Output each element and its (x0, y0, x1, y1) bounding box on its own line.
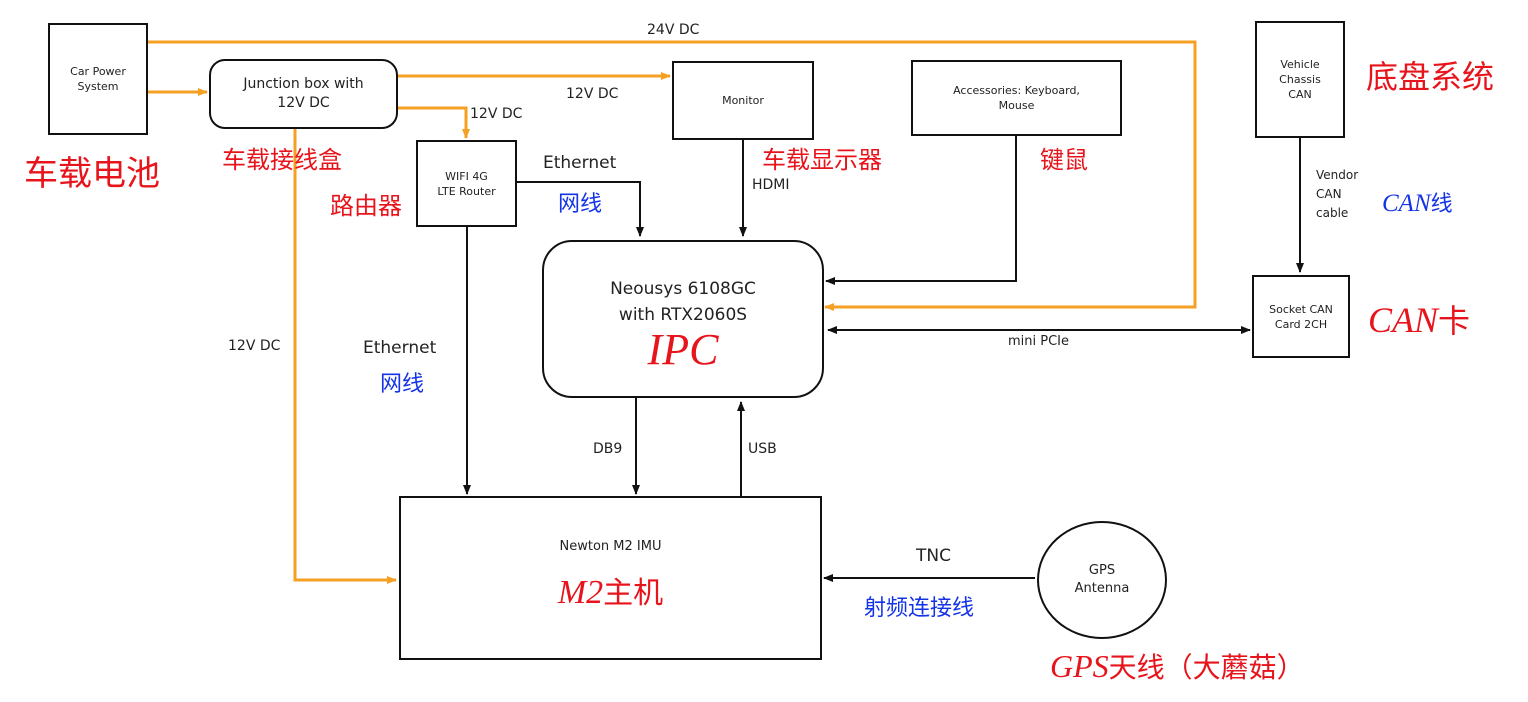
wire-label-mini-pcie: mini PCIe (1008, 334, 1070, 349)
annotation-gps-antenna: GPS天线（大蘑菇） (1050, 646, 1305, 686)
vehicle-chassis-can-box: Vehicle Chassis CAN (1255, 21, 1345, 138)
imu-label: Newton M2 IMU (559, 538, 662, 554)
socket-can-card-box: Socket CAN Card 2CH (1252, 275, 1350, 358)
wire-label-12v-left: 12V DC (228, 338, 281, 354)
m2-annotation-suffix: 主机 (603, 575, 664, 611)
wire-label-24v-dc: 24V DC (647, 22, 700, 38)
annotation-router: 路由器 (330, 192, 402, 220)
ipc-model-line1: Neousys 6108GC (610, 279, 756, 299)
wire-24v-dc (148, 40, 1197, 311)
annotation-network-cable-left: 网线 (380, 372, 425, 397)
wire-label-12v-monitor: 12V DC (566, 86, 619, 102)
ipc-box: Neousys 6108GC with RTX2060S IPC (542, 240, 824, 398)
router-box: WIFI 4G LTE Router (416, 140, 517, 227)
m2-annotation-prefix: M2 (557, 573, 604, 611)
gps-antenna-circle: GPS Antenna (1037, 521, 1167, 639)
annotation-can-cable: CAN线 (1382, 186, 1453, 218)
gps-annotation-suffix: 天线（大蘑菇） (1108, 651, 1305, 684)
monitor-box: Monitor (672, 61, 814, 140)
car-power-system-label: Car Power System (70, 65, 126, 93)
accessories-box: Accessories: Keyboard, Mouse (911, 60, 1122, 136)
annotation-chassis-system: 底盘系统 (1366, 58, 1495, 96)
wire-label-tnc: TNC (916, 546, 951, 566)
wire-ethernet-router-ipc (517, 181, 644, 237)
wire-accessories (825, 136, 1017, 285)
annotation-rf-cable: 射频连接线 (864, 596, 975, 621)
annotation-junction-box: 车载接线盒 (222, 146, 342, 174)
wire-label-db9: DB9 (593, 441, 623, 457)
ipc-tag: IPC (647, 325, 719, 374)
wire-label-12v-router: 12V DC (470, 106, 523, 122)
junction-box: Junction box with 12V DC (209, 59, 398, 129)
can-card-suffix: 卡 (1438, 302, 1471, 340)
wire-label-ethernet-left: Ethernet (363, 338, 437, 358)
router-label: WIFI 4G LTE Router (437, 169, 496, 198)
wire-label-ethernet-top: Ethernet (543, 153, 617, 173)
m2-host-annotation: M2主机 (558, 568, 663, 612)
can-cable-prefix: CAN (1382, 190, 1431, 217)
annotation-keyboard-mouse: 键鼠 (1040, 146, 1088, 174)
wire-12v-router (398, 106, 470, 139)
wire-12v-imu (293, 128, 397, 584)
annotation-network-cable-top: 网线 (558, 192, 603, 217)
wire-label-vendor-can: Vendor CAN cable (1316, 168, 1359, 220)
gps-annotation-prefix: GPS (1050, 648, 1109, 684)
ipc-model-line2: with RTX2060S (618, 305, 748, 325)
annotation-monitor: 车载显示器 (762, 146, 882, 174)
socket-can-card-label: Socket CAN Card 2CH (1269, 302, 1333, 331)
vehicle-chassis-can-label: Vehicle Chassis CAN (1279, 58, 1321, 101)
car-power-system-box: Car Power System (48, 23, 148, 135)
newton-m2-imu-box: Newton M2 IMU M2主机 (399, 496, 822, 660)
can-card-prefix: CAN (1368, 300, 1439, 340)
annotation-car-battery: 车载电池 (24, 154, 160, 194)
monitor-label: Monitor (722, 94, 764, 107)
accessories-label: Accessories: Keyboard, Mouse (953, 84, 1080, 112)
annotation-can-card: CAN卡 (1368, 296, 1470, 342)
wire-label-hdmi: HDMI (752, 177, 790, 193)
junction-box-label: Junction box with 12V DC (243, 76, 364, 111)
wire-label-usb: USB (748, 441, 777, 457)
can-cable-suffix: 线 (1430, 192, 1453, 217)
gps-antenna-label: GPS Antenna (1074, 563, 1130, 596)
